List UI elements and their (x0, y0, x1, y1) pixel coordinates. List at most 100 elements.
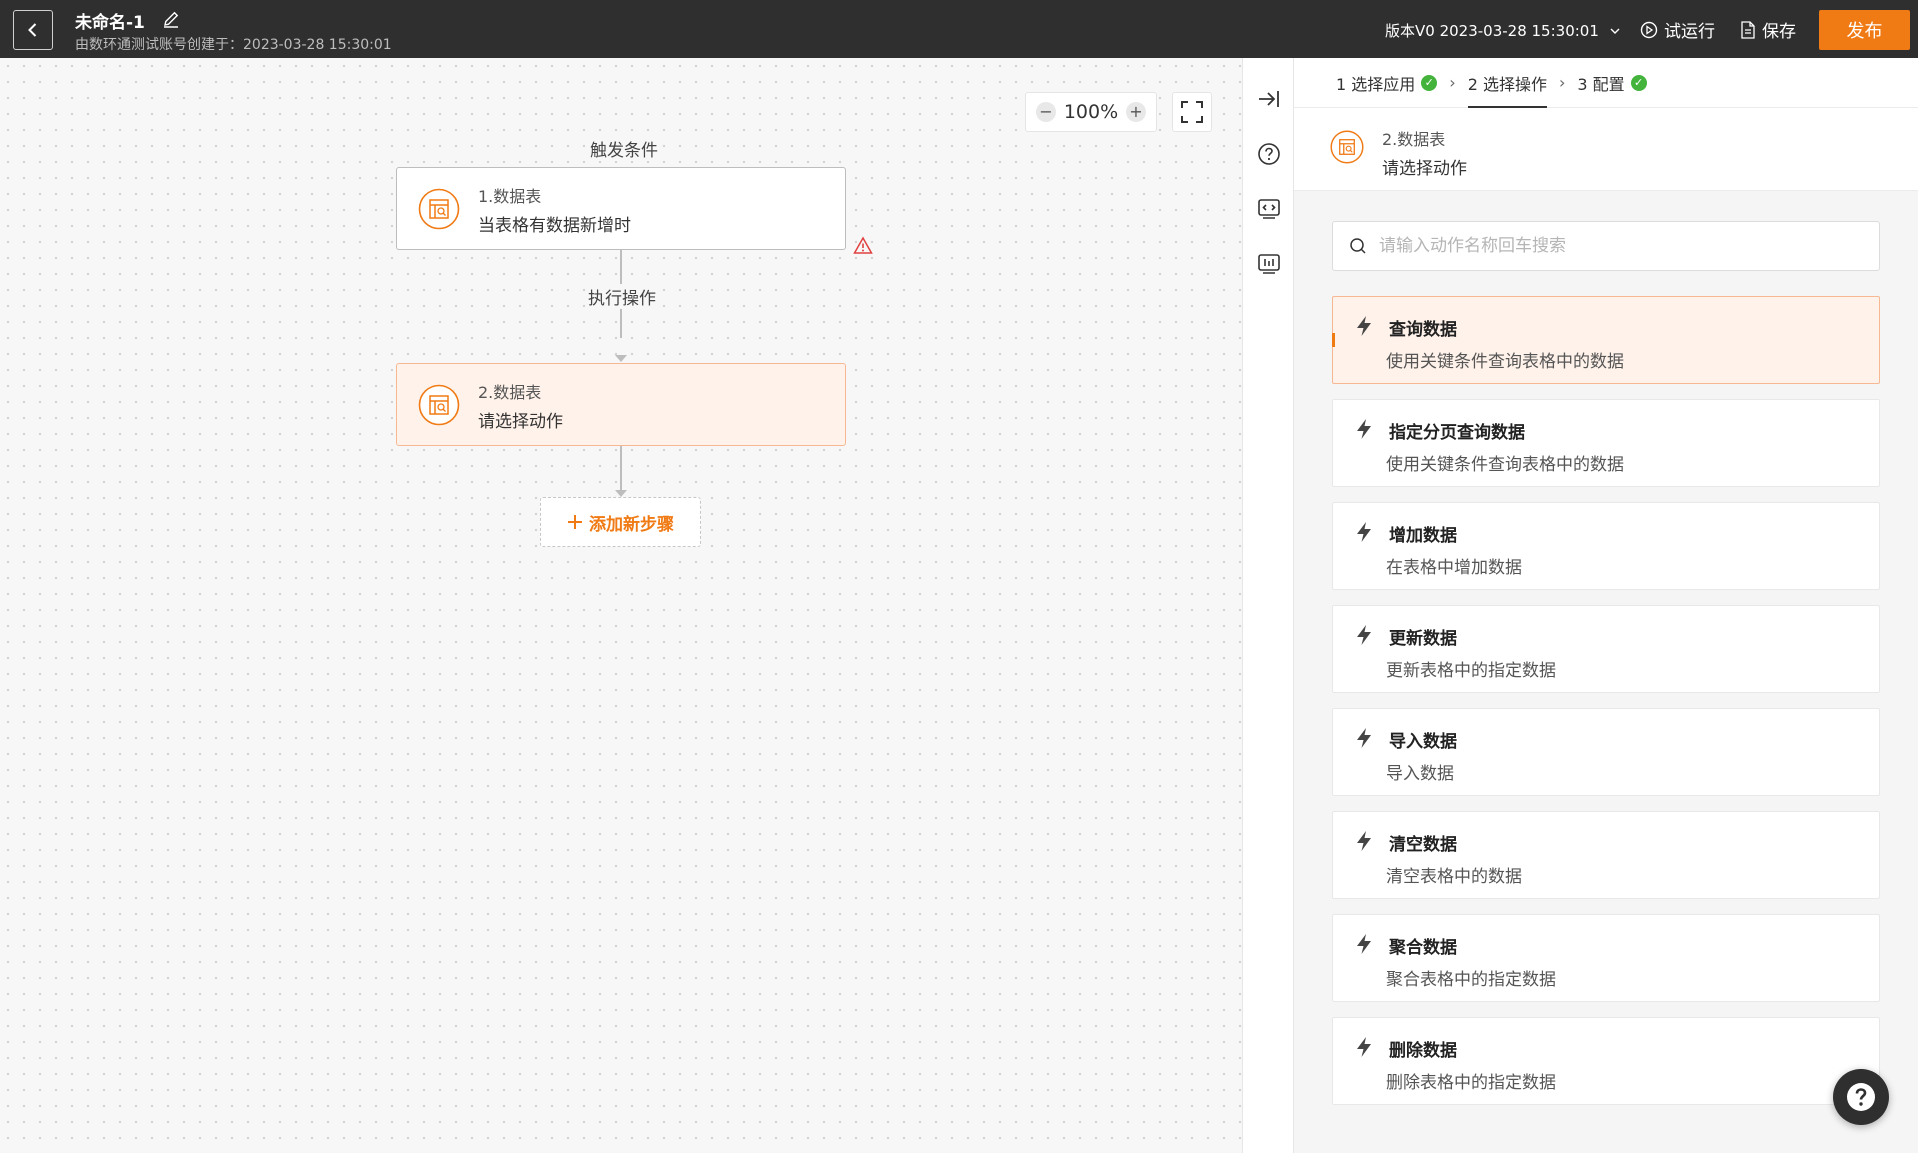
version-select[interactable]: 版本V0 2023-03-28 15:30:01 (1385, 20, 1621, 41)
panel-header: 2.数据表 请选择动作 (1294, 108, 1918, 191)
lightning-icon (1357, 316, 1371, 336)
action-item-delete[interactable]: 删除数据 删除表格中的指定数据 (1332, 1017, 1880, 1105)
check-circle-icon: ✓ (1630, 74, 1647, 91)
help-float-button[interactable] (1833, 1069, 1889, 1125)
help-button[interactable] (1256, 141, 1282, 167)
action-desc: 使用关键条件查询表格中的数据 (1386, 455, 1624, 475)
lightning-icon (1357, 934, 1371, 954)
step-select-action[interactable]: 2 选择操作 (1467, 58, 1548, 108)
flow-node-action[interactable]: 2.数据表 请选择动作 (396, 363, 846, 446)
action-desc: 导入数据 (1386, 764, 1454, 784)
action-desc: 删除表格中的指定数据 (1386, 1073, 1556, 1093)
config-panel: 1 选择应用 ✓ › 2 选择操作 › 3 配置 ✓ 2.数据表 请选择动作 查… (1294, 58, 1918, 1153)
code-icon (1258, 199, 1280, 219)
node-desc: 当表格有数据新增时 (478, 216, 631, 236)
panel-node-name: 2.数据表 (1382, 130, 1446, 149)
add-step-label: 添加新步骤 (589, 514, 674, 535)
zoom-in-button[interactable]: + (1125, 102, 1146, 122)
chart-icon (1258, 254, 1280, 274)
datatable-icon (418, 188, 460, 230)
node-name: 2.数据表 (478, 383, 542, 402)
play-circle-icon (1640, 21, 1658, 38)
step-select-app[interactable]: 1 选择应用 ✓ (1336, 58, 1438, 108)
datatable-icon (418, 384, 460, 426)
workflow-canvas[interactable]: − 100% + 触发条件 1.数据表 当表格有数据新增时 执行操作 2.数据表… (0, 58, 1242, 1153)
action-desc: 使用关键条件查询表格中的数据 (1386, 352, 1624, 372)
action-search-input[interactable] (1379, 236, 1859, 256)
action-desc: 清空表格中的数据 (1386, 867, 1522, 887)
zoom-control: − 100% + (1025, 92, 1157, 132)
connector-line (620, 446, 622, 492)
action-item-clear[interactable]: 清空数据 清空表格中的数据 (1332, 811, 1880, 899)
action-item-update[interactable]: 更新数据 更新表格中的指定数据 (1332, 605, 1880, 693)
action-title: 增加数据 (1389, 526, 1457, 546)
logs-button[interactable] (1256, 251, 1282, 277)
lightning-icon (1357, 522, 1371, 542)
action-title: 聚合数据 (1389, 938, 1457, 958)
connector-arrow (615, 355, 627, 362)
zoom-level: 100% (1063, 101, 1119, 123)
action-desc: 更新表格中的指定数据 (1386, 661, 1556, 681)
step-indicator: 1 选择应用 ✓ › 2 选择操作 › 3 配置 ✓ (1294, 58, 1918, 108)
save-button[interactable]: 保存 (1740, 17, 1796, 42)
collapse-right-icon (1259, 91, 1279, 107)
add-step-button[interactable]: 添加新步骤 (540, 497, 701, 547)
fullscreen-icon (1181, 101, 1203, 123)
chevron-right-icon: › (1558, 73, 1566, 92)
check-circle-icon: ✓ (1421, 74, 1438, 91)
chevron-right-icon: › (1449, 73, 1456, 92)
step-label: 3 配置 (1577, 74, 1625, 94)
step-label: 2 选择操作 (1467, 74, 1547, 94)
action-item-paged-query[interactable]: 指定分页查询数据 使用关键条件查询表格中的数据 (1332, 399, 1880, 487)
action-search (1332, 221, 1880, 271)
step-configure[interactable]: 3 配置 ✓ (1577, 58, 1647, 108)
action-item-aggregate[interactable]: 聚合数据 聚合表格中的指定数据 (1332, 914, 1880, 1002)
test-run-button[interactable]: 试运行 (1640, 17, 1715, 42)
trigger-label: 触发条件 (590, 136, 658, 161)
action-item-import[interactable]: 导入数据 导入数据 (1332, 708, 1880, 796)
plus-icon (568, 515, 582, 529)
zoom-out-button[interactable]: − (1036, 102, 1056, 122)
question-circle-icon (1258, 143, 1280, 165)
collapse-panel-button[interactable] (1256, 86, 1282, 112)
code-button[interactable] (1256, 196, 1282, 222)
action-title: 导入数据 (1389, 732, 1457, 752)
lightning-icon (1357, 1037, 1371, 1057)
chevron-left-icon (28, 23, 37, 37)
flow-node-trigger[interactable]: 1.数据表 当表格有数据新增时 (396, 167, 846, 250)
datatable-icon (1330, 130, 1364, 164)
node-desc: 请选择动作 (478, 412, 563, 432)
action-item-add[interactable]: 增加数据 在表格中增加数据 (1332, 502, 1880, 590)
connector-arrow (615, 490, 627, 497)
publish-button[interactable]: 发布 (1819, 10, 1910, 50)
top-bar: 未命名-1 由数环通测试账号创建于：2023-03-28 15:30:01 版本… (0, 0, 1918, 58)
action-label: 执行操作 (588, 284, 656, 309)
back-button[interactable] (13, 10, 53, 50)
chevron-down-icon (1610, 28, 1620, 34)
lightning-icon (1357, 728, 1371, 748)
test-run-label: 试运行 (1664, 22, 1715, 42)
action-title: 指定分页查询数据 (1389, 423, 1525, 443)
action-title: 删除数据 (1389, 1041, 1457, 1061)
lightning-icon (1357, 831, 1371, 851)
warning-icon (853, 236, 873, 254)
side-toolbar (1242, 58, 1294, 1153)
action-title: 更新数据 (1389, 629, 1457, 649)
document-icon (1741, 20, 1755, 39)
action-title: 查询数据 (1389, 320, 1457, 340)
action-title: 清空数据 (1389, 835, 1457, 855)
panel-node-desc: 请选择动作 (1382, 159, 1467, 179)
fullscreen-button[interactable] (1172, 92, 1212, 132)
action-desc: 聚合表格中的指定数据 (1386, 970, 1556, 990)
node-name: 1.数据表 (478, 187, 542, 206)
action-item-query[interactable]: 查询数据 使用关键条件查询表格中的数据 (1332, 296, 1880, 384)
lightning-icon (1357, 625, 1371, 645)
search-icon (1350, 238, 1366, 254)
edit-icon[interactable] (161, 9, 181, 29)
action-list: 查询数据 使用关键条件查询表格中的数据 指定分页查询数据 使用关键条件查询表格中… (1332, 296, 1880, 1120)
action-desc: 在表格中增加数据 (1386, 558, 1522, 578)
save-label: 保存 (1762, 22, 1796, 42)
page-title: 未命名-1 (75, 13, 145, 33)
lightning-icon (1357, 419, 1371, 439)
version-label: 版本V0 2023-03-28 15:30:01 (1385, 22, 1599, 40)
